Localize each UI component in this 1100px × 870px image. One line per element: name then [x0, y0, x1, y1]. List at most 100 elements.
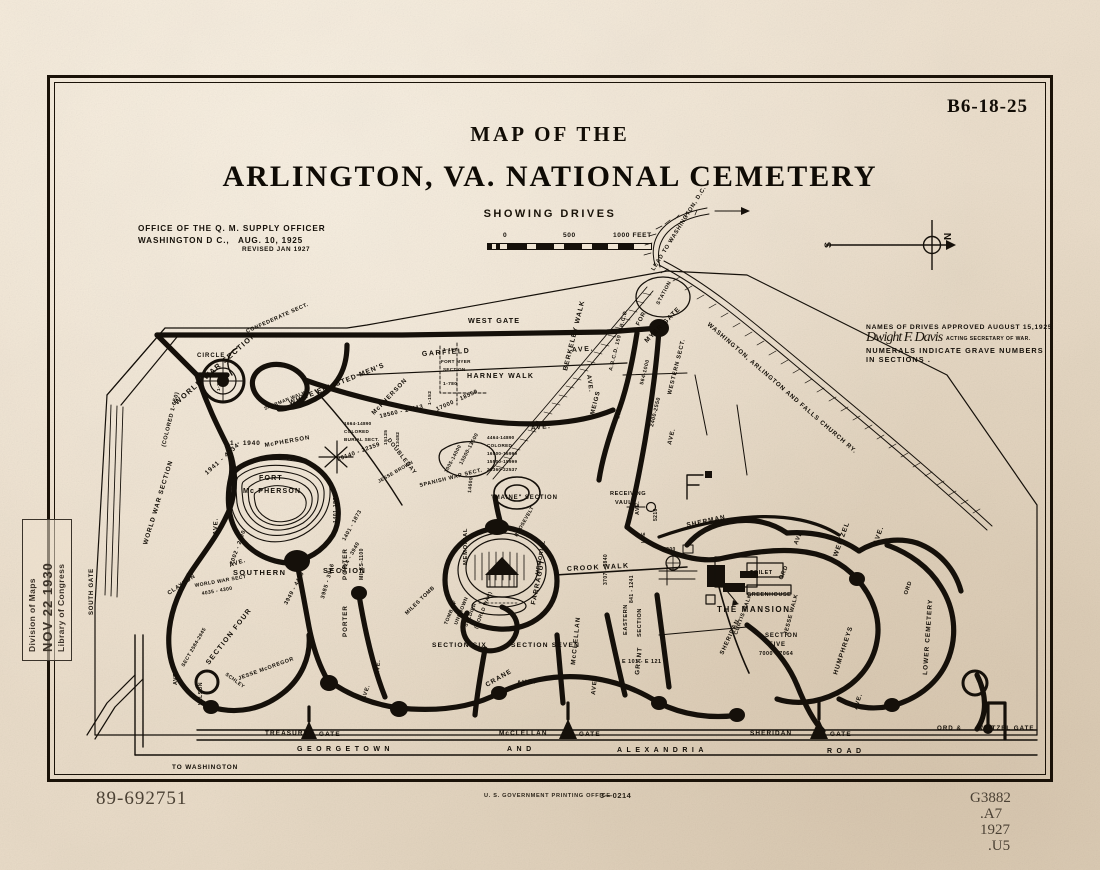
drive-terminal-circles: [194, 669, 989, 697]
map-label-sect-2584: SECT 2584-2945: [181, 627, 208, 668]
gate-markers: [301, 719, 993, 739]
map-label-grant: GRANT: [634, 646, 644, 675]
map-label-mcclellan-gate-2: GATE: [579, 731, 601, 738]
map-label-graves-5200: 5200: [663, 547, 676, 553]
map-label-graves-841: 841 - 1241: [629, 575, 635, 603]
call-number-line-2: .A7: [980, 806, 1003, 822]
page-title-line2: ARLINGTON, VA. NATIONAL CEMETERY: [222, 160, 878, 193]
scale-label-end: 1000 FEET: [613, 232, 652, 239]
map-label-railway: WASHINGTON, ARLINGTON AND FALLS CHURCH R…: [706, 321, 859, 455]
map-label-ave-vertical: AVE.: [585, 374, 594, 393]
map-label-colored-burial-1: 1664-14890: [344, 421, 372, 426]
map-label-fort-myer-gate: FOR: [635, 311, 647, 327]
map-label-ave-right: AVE.: [667, 428, 677, 446]
scale-bar-labels: 0 500 1000 FEET: [487, 232, 652, 243]
map-label-treasury-gate: TREASURY: [265, 730, 309, 737]
map-label-crook-walk: CROOK WALK: [567, 563, 630, 573]
map-label-colored-burial-3: BURIAL SECT.: [344, 437, 379, 442]
map-label-ave-clayton: AVE.: [229, 558, 247, 569]
office-date: AUG. 10, 1925: [238, 236, 304, 245]
map-label-fort: FORT: [259, 475, 283, 482]
map-label-graves-miles: MILES-1100: [359, 548, 365, 580]
map-label-circle: CIRCLE: [197, 353, 225, 359]
map-label-porter: PORTER: [342, 605, 349, 637]
map-label-ave-humphreys: AVE.: [853, 693, 864, 711]
map-label-ord-weitzel-gate: ORD &: [937, 725, 962, 732]
map-label-porter-vert: PORTER: [342, 548, 349, 580]
map-label-mcclellan-gate: McCLELLAN: [499, 730, 548, 737]
map-label-section-five: SECTION: [765, 633, 798, 639]
western-section-lines: [106, 327, 178, 406]
map-label-west-gate: WEST GATE: [468, 316, 520, 325]
map-label-crane: CRANE: [485, 668, 514, 689]
map-label-station: STATION: [655, 280, 673, 306]
cemetery-boundary: [94, 270, 1038, 736]
map-label-lead-to-washington: LEAD TO WASHINGTON, D.C.: [651, 185, 708, 272]
map-label-fort-myer-section: FORT MYER: [441, 359, 471, 364]
map-label-graves-17000: 17000 - 18559: [435, 389, 479, 413]
signature: Dwight F. Davis: [866, 330, 943, 345]
map-label-meigs-graves: 13220: [615, 401, 625, 419]
map-label-fms-2: 1-780: [443, 381, 457, 387]
map-label-ave-crane: AVE.: [517, 678, 537, 687]
map-label-jesse-mcgregor: JESSE McGREGOR: [238, 656, 295, 682]
map-label-garfield-ave: GARFIELD: [422, 348, 471, 358]
map-label-section-six: SECTION SIX: [432, 642, 487, 649]
map-label-lower-cemetery: LOWER CEMETERY: [922, 599, 934, 676]
map-label-ave-mcclellan: AVE.: [591, 678, 599, 695]
map-label-southern: SOUTHERN: [233, 568, 286, 577]
map-label-graves-7000: 7000 - 7064: [759, 651, 793, 657]
memorial-emblem: [686, 471, 712, 500]
map-label-ord-weitzel-gate-2: WEITZEL GATE: [977, 725, 1035, 732]
map-label-graves-1000: 564-1000: [639, 359, 651, 386]
georgetown-alexandria-road: [134, 729, 1038, 756]
map-label-western-sect: WESTERN SECT.: [667, 338, 687, 395]
signature-caption: ACTING SECRETARY OF WAR.: [946, 336, 1031, 342]
scale-bar-graphic: [487, 243, 652, 250]
map-label-miles-tomb: MILES TOMB: [404, 585, 436, 616]
map-label-ww-graves-1: 1 - 1940: [230, 440, 261, 447]
map-label-section-seven: SECTION SEVEN: [511, 642, 580, 649]
crook-walk: [554, 566, 688, 576]
map-label-world-war-section-2: WORLD WAR SECTION: [142, 459, 174, 545]
page-subtitle: SHOWING DRIVES: [483, 208, 617, 220]
map-label-receiving-vault: RECEIVING: [610, 491, 646, 497]
drives-mansion-area: [624, 515, 860, 582]
catalog-number: B6-18-25: [947, 96, 1028, 117]
map-label-treasury-gate-2: GATE: [319, 731, 341, 738]
section-boundary-lines: [622, 372, 748, 636]
mansion-complex: [705, 556, 792, 606]
map-label-fort-myer-gate-2: MYER GATE: [643, 306, 682, 345]
x-annotation-mark: [318, 440, 354, 474]
map-label-mcpherson-2: McPHERSON: [264, 435, 310, 449]
trolley-line-west-boundary: [104, 404, 124, 598]
office-line2: WASHINGTON D C.,: [138, 236, 230, 245]
map-label-graves-4464: 4464-14890: [487, 435, 515, 440]
map-label-greenhouse: GREENHOUSE: [747, 592, 791, 598]
scale-bar: 0 500 1000 FEET: [487, 232, 652, 250]
map-label-meigs: MEIGS: [589, 390, 602, 415]
map-label-wilson: WILSON: [198, 682, 204, 705]
map-label-alexandria: ALEXANDRIA: [617, 747, 708, 754]
map-label-receiving-vault-2: VAULT.: [615, 500, 637, 506]
drives-memorial-loop: [442, 494, 560, 718]
map-label-graves-e101: E 101 - E 121: [622, 659, 661, 665]
map-label-graves-3707: 3707 - 3840: [603, 554, 609, 585]
call-number: G3882 .A7 1927 .U5: [970, 790, 1011, 854]
map-label-fms-3: 1-152: [427, 391, 433, 405]
approval-note: NAMES OF DRIVES APPROVED AUGUST 15,1925: [866, 324, 1053, 331]
map-label-colored-burial-2: COLORED: [344, 429, 369, 434]
south-gate-area: [86, 634, 144, 756]
map-label-sheridan-gate: SHERIDAN: [750, 730, 792, 737]
map-label-colored-graves-2: 15125: [383, 430, 389, 445]
map-label-section-eastern: SECTION: [637, 608, 643, 637]
map-label-graves-16500: 16500-16999: [487, 451, 518, 456]
map-label-graves-1401: 1401 - 1873: [342, 509, 364, 542]
page-title-line1: MAP OF THE: [470, 122, 630, 146]
map-label-mcpherson-fort: Mc PHERSON: [243, 488, 301, 495]
call-number-line-1: G3882: [970, 790, 1011, 806]
gate-connectors: [307, 699, 1007, 741]
map-label-ord: ORD: [778, 565, 790, 581]
map-label-section-southern: SECTION: [323, 566, 366, 575]
railway-main: [658, 260, 993, 531]
